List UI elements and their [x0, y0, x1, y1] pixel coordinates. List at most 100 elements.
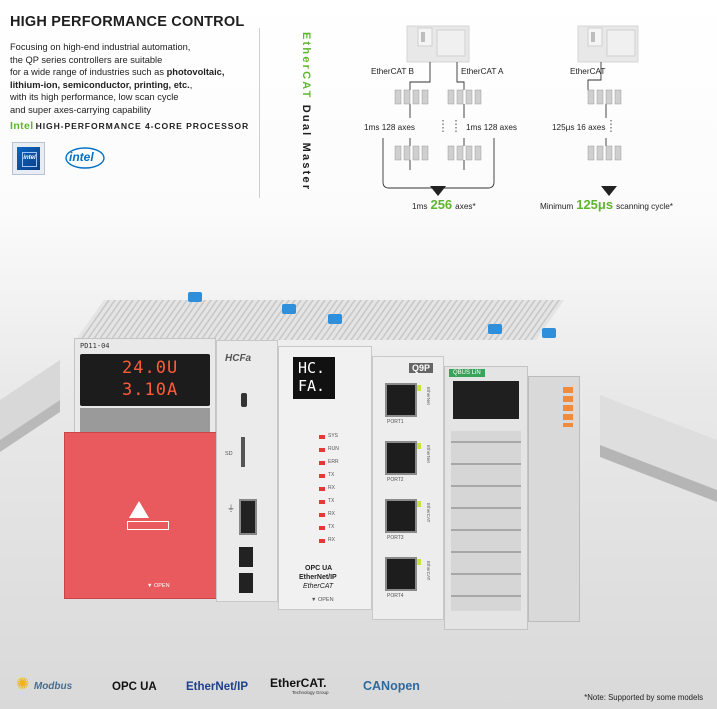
- terminal-cover[interactable]: ▼ OPEN: [64, 432, 218, 599]
- description-line: Focusing on high-end industrial automati…: [10, 42, 191, 52]
- plc-assembly: PD11-04 24.0U 3.10A ▼ OPEN HCFa SD ⏚ HC.…: [60, 290, 605, 635]
- port-led-icon: [417, 559, 421, 565]
- canopen-logo: CANopen: [363, 679, 420, 693]
- clip-icon: [328, 314, 342, 324]
- ethernet-port[interactable]: [385, 557, 421, 591]
- protocol-ethernetip: EtherNet/IP: [299, 574, 337, 581]
- protocol-ethercat: EtherCAT: [303, 583, 334, 590]
- led-row: TX: [319, 498, 367, 508]
- topology-diagram: [382, 25, 639, 196]
- led-row: RX: [319, 511, 367, 521]
- psu-display: 24.0U 3.10A: [80, 354, 210, 406]
- modbus-logo: ✺ Modbus: [16, 676, 73, 693]
- interface-module: HCFa SD ⏚: [216, 340, 278, 602]
- ethercat-logo: EtherCAT. Technology Group: [270, 676, 329, 695]
- drive-group: [394, 89, 622, 161]
- description-line: the QP series controllers are suitable: [10, 54, 163, 65]
- usb-icon: ⏚: [227, 504, 235, 513]
- sd-slot[interactable]: [241, 437, 245, 467]
- rj-port[interactable]: [239, 573, 253, 593]
- page-title: HIGH PERFORMANCE CONTROL: [10, 14, 245, 30]
- led-row: RX: [319, 537, 367, 547]
- top-surface: [75, 300, 565, 340]
- clip-icon: [282, 304, 296, 314]
- port-side-label: EtherNet: [426, 387, 431, 405]
- port-led-icon: [417, 501, 421, 507]
- warning-icon: [129, 501, 149, 518]
- port-side-label: EtherNet: [426, 445, 431, 463]
- port-label: PORT2: [387, 477, 404, 483]
- micro-usb-port[interactable]: [241, 393, 247, 407]
- led-icon: [319, 448, 325, 452]
- intel-logo-icon: intel: [64, 146, 106, 170]
- io-module: QBUS LiN: [444, 366, 528, 630]
- protocol-opcua: OPC UA: [305, 565, 333, 572]
- led-row: TX: [319, 524, 367, 534]
- led-icon: [319, 513, 325, 517]
- led-icon: [319, 526, 325, 530]
- modbus-icon: ✺: [16, 676, 30, 693]
- led-icon: [319, 500, 325, 504]
- usb-port[interactable]: [239, 499, 257, 535]
- cpu-open-label: ▼ OPEN: [311, 597, 334, 603]
- summary-pointer: [430, 186, 446, 196]
- port-label: PORT1: [387, 419, 404, 425]
- led-row: SYS: [319, 433, 367, 443]
- port-b-label: EtherCAT B: [371, 67, 414, 76]
- psu-model: PD11-04: [80, 342, 110, 350]
- port-side-label: EtherCAT: [426, 503, 431, 523]
- model-tag: Q9P: [409, 363, 434, 373]
- opcua-logo: OPC UA: [112, 681, 157, 693]
- io-leds: [453, 381, 519, 419]
- io-terminal-block: [451, 431, 521, 611]
- ethernet-port[interactable]: [385, 441, 421, 475]
- axes-left-label: 1ms 128 axes: [364, 123, 415, 132]
- led-icon: [319, 487, 325, 491]
- description-line: for a wide range of industries such as p…: [10, 67, 225, 78]
- clip-icon: [188, 292, 202, 302]
- cover-open-label: ▼ OPEN: [147, 583, 170, 589]
- port-label: PORT3: [387, 535, 404, 541]
- led-icon: [319, 474, 325, 478]
- din-rail: [0, 360, 717, 502]
- brand-logo: HCFa: [225, 353, 252, 364]
- cpu-display: HC. FA.: [293, 357, 335, 399]
- description: Focusing on high-end industrial automati…: [10, 41, 265, 117]
- port-side-label: EtherCAT: [426, 561, 431, 581]
- clip-icon: [542, 328, 556, 338]
- end-module: [528, 376, 580, 622]
- port-a-label: EtherCAT A: [461, 67, 504, 76]
- ethernet-port[interactable]: [385, 499, 421, 533]
- section-divider: [259, 28, 260, 198]
- single-port-label: EtherCAT: [570, 67, 606, 76]
- footnote: *Note: Supported by some models: [584, 693, 703, 702]
- intel-badge-icon: intel: [12, 142, 45, 175]
- io-tag: QBUS LiN: [449, 369, 485, 377]
- rj-port[interactable]: [239, 547, 253, 567]
- led-icon: [319, 539, 325, 543]
- description-line: with its high performance, low scan cycl…: [10, 92, 179, 103]
- single-axes-label: 125μs 16 axes: [552, 123, 606, 132]
- ethernetip-logo: EtherNet/IP: [186, 681, 248, 693]
- port-led-icon: [417, 385, 421, 391]
- ethernet-port[interactable]: [385, 383, 421, 417]
- led-row: TX: [319, 472, 367, 482]
- port-led-icon: [417, 443, 421, 449]
- intel-word: Intel: [10, 120, 34, 132]
- led-icon: [319, 435, 325, 439]
- port-label: PORT4: [387, 593, 404, 599]
- summary-pointer: [601, 186, 617, 196]
- sd-label: SD: [225, 451, 233, 457]
- description-line: and super axes-carrying capability: [10, 104, 152, 115]
- axes-right-label: 1ms 128 axes: [466, 123, 517, 132]
- description-line: lithium-ion, semiconductor, printing, et…: [10, 79, 193, 90]
- clip-icon: [488, 324, 502, 334]
- warning-label: [127, 521, 169, 530]
- led-row: RUN: [319, 446, 367, 456]
